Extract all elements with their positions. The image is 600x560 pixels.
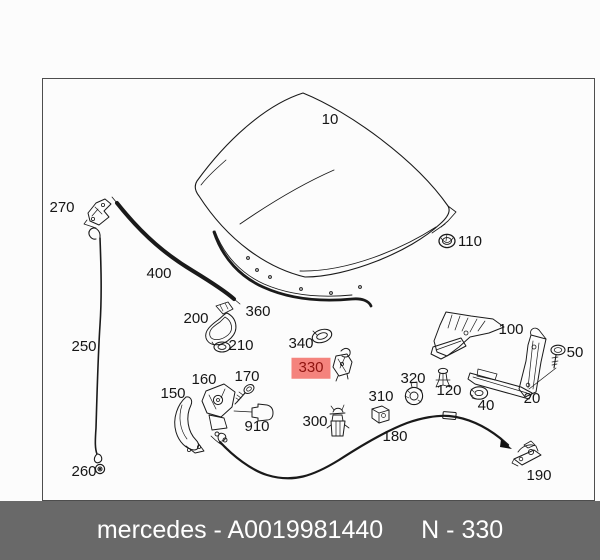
part-drawing-front-strip (212, 230, 373, 308)
part-label-910[interactable]: 910 (244, 417, 270, 435)
part-drawing-clip-340 (311, 328, 333, 344)
diagram-frame (42, 78, 595, 501)
part-label-160[interactable]: 160 (191, 370, 217, 388)
part-label-190[interactable]: 190 (526, 466, 552, 484)
footer-reference: N - 330 (421, 516, 504, 544)
part-label-210[interactable]: 210 (228, 336, 254, 354)
part-drawing-grommet-320 (404, 381, 424, 406)
part-label-170[interactable]: 170 (234, 367, 260, 385)
part-drawing-grommet-260 (94, 463, 106, 475)
part-label-120[interactable]: 120 (436, 381, 462, 399)
part-drawing-cable-180 (217, 411, 512, 480)
part-drawing-handle-190 (511, 440, 542, 467)
part-label-50[interactable]: 50 (566, 343, 584, 361)
part-label-200[interactable]: 200 (183, 309, 209, 327)
part-drawing-bracket-270 (83, 198, 112, 229)
part-label-40[interactable]: 40 (477, 396, 495, 414)
part-label-250[interactable]: 250 (71, 337, 97, 355)
part-drawing-hinge-20 (467, 327, 547, 400)
part-drawing-seal-strip (111, 196, 241, 305)
part-label-150[interactable]: 150 (160, 384, 186, 402)
part-drawing-clip-310 (371, 405, 390, 424)
part-drawing-latch-330 (332, 347, 353, 382)
part-drawing-grommet-40 (469, 386, 489, 400)
part-drawing-hook-200 (205, 301, 237, 346)
part-label-330-highlighted[interactable]: 330 (291, 357, 331, 379)
footer-part-number: mercedes - A0019981440 (96, 516, 384, 544)
part-label-360[interactable]: 360 (245, 302, 271, 320)
part-label-270[interactable]: 270 (49, 198, 75, 216)
part-label-300[interactable]: 300 (302, 412, 328, 430)
part-drawing-connector-910 (233, 403, 274, 422)
part-label-110[interactable]: 110 (458, 232, 482, 250)
part-label-260[interactable]: 260 (71, 462, 97, 480)
part-drawing-screw-50 (528, 344, 566, 390)
part-drawing-lock-arm-150 (174, 396, 205, 454)
part-label-400[interactable]: 400 (146, 264, 172, 282)
part-label-10[interactable]: 10 (321, 110, 339, 128)
part-drawing-grommet-210 (211, 341, 231, 353)
part-label-340[interactable]: 340 (288, 334, 314, 352)
part-drawing-screw-170 (234, 383, 255, 405)
part-label-180[interactable]: 180 (382, 427, 408, 445)
part-drawing-shield-100 (430, 311, 505, 360)
part-drawing-rod (88, 227, 103, 464)
part-drawing-clip-300 (326, 404, 350, 437)
part-label-320[interactable]: 320 (400, 369, 426, 387)
part-label-20[interactable]: 20 (523, 389, 541, 407)
part-drawing-badge-110 (438, 233, 456, 249)
part-label-100[interactable]: 100 (498, 320, 524, 338)
part-drawing-clip-120 (435, 367, 451, 388)
part-label-310[interactable]: 310 (368, 387, 394, 405)
part-drawing-hood (194, 92, 457, 278)
footer-bar: mercedes - A0019981440 N - 330 (0, 501, 600, 560)
